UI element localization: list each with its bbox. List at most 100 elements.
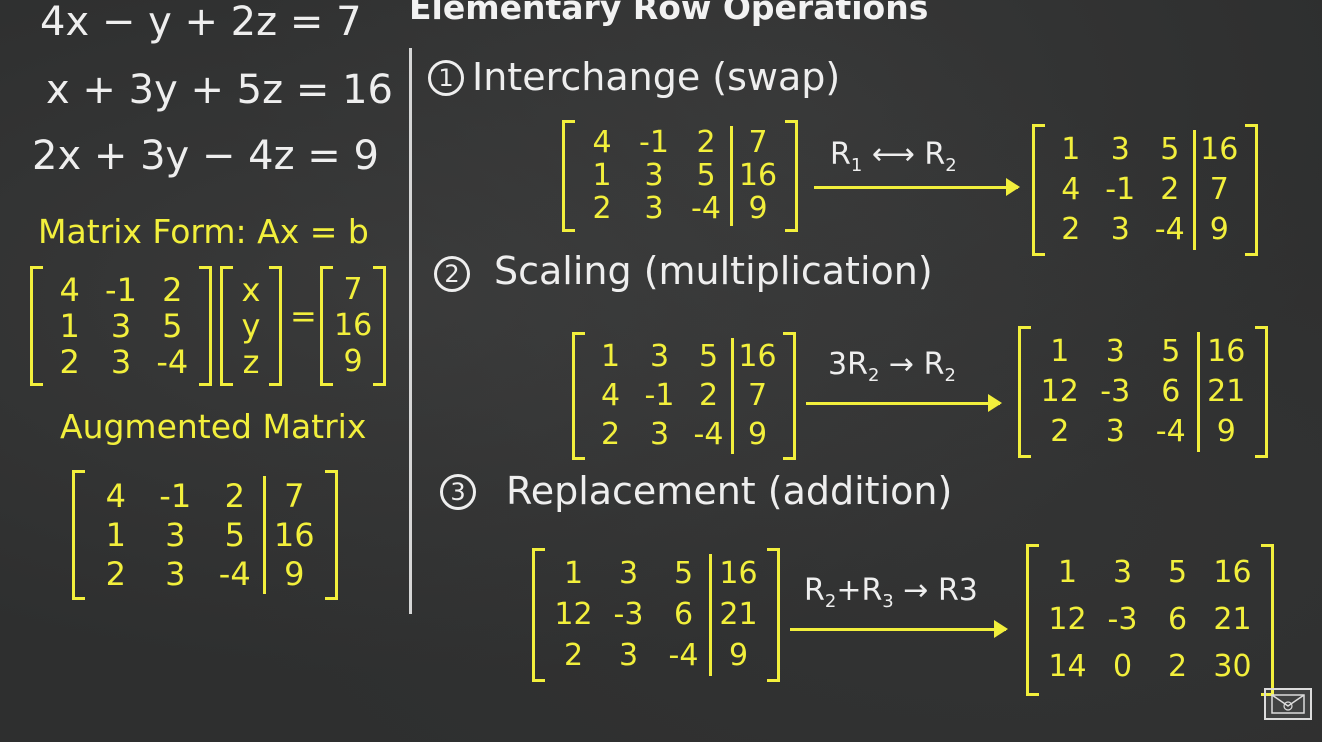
left-bracket <box>1026 544 1039 696</box>
matrix-cell: 3 <box>110 343 132 381</box>
matrix-cell: 9 <box>343 344 363 379</box>
matrix-cell: 2 <box>162 271 183 309</box>
matrix-cell: x <box>241 271 261 309</box>
op1-arrow <box>814 178 1020 196</box>
right-bracket <box>1245 124 1258 256</box>
matrix-cell: -4 <box>218 555 251 594</box>
matrix-cell: 2 <box>696 124 716 160</box>
op1-number: 1 <box>428 60 464 96</box>
matrix-cell: 9 <box>1209 212 1229 247</box>
op3-name: Replacement (addition) <box>506 469 953 513</box>
matrix-cell: 3 <box>649 339 670 375</box>
left-bracket <box>30 266 43 386</box>
matrix-cell: 3 <box>618 556 639 592</box>
operation-label-part: R <box>804 573 825 608</box>
matrix-cell: y <box>241 307 261 345</box>
left-bracket <box>532 548 545 682</box>
matrix-cell: 12 <box>1048 602 1087 637</box>
augmented-label: Augmented Matrix <box>60 407 367 446</box>
matrix-cell: 14 <box>1048 648 1087 684</box>
matrix-cell: 9 <box>728 637 749 673</box>
matrix-cell: -4 <box>668 637 699 673</box>
op3-number: 3 <box>440 474 476 510</box>
matrix-cell: 4 <box>1061 172 1081 207</box>
op1-operation-label: R1 ⟷ R2 <box>830 140 957 175</box>
matrix-cell: -1 <box>644 378 675 413</box>
matrix-cell: 3 <box>1110 212 1130 247</box>
matrix-cell: 9 <box>284 555 305 594</box>
matrix-cell: 16 <box>738 158 778 193</box>
matrix-cell: 2 <box>698 378 719 413</box>
operation-label-part: → R <box>879 347 945 382</box>
matrix-cell: 12 <box>1040 374 1079 409</box>
matrix-cell: -1 <box>105 271 137 309</box>
op2-operation-label: 3R2 → R2 <box>828 350 956 385</box>
equation-1: 4x − y + 2z = 7 <box>40 0 362 45</box>
matrix-logo-icon <box>1264 688 1312 720</box>
matrix-cell: 4 <box>105 476 126 515</box>
matrix-cell: 3 <box>618 637 639 673</box>
left-bracket <box>220 266 233 386</box>
right-bracket <box>199 266 212 386</box>
matrix-cell: -3 <box>1100 374 1131 409</box>
matrix-cell: -4 <box>156 343 189 381</box>
page-title: Elementary Row Operations <box>409 0 929 27</box>
matrix-cell: 2 <box>563 637 584 673</box>
operation-label-part: R <box>830 137 851 172</box>
left-bracket <box>1032 124 1045 256</box>
divider-line <box>409 48 412 614</box>
matrix-cell: 21 <box>1207 374 1246 409</box>
matrix-cell: 7 <box>748 124 768 160</box>
matrix-cell: 1 <box>105 516 126 554</box>
matrix-cell: -4 <box>693 416 724 452</box>
left-bracket <box>562 120 575 232</box>
matrix-cell: 3 <box>110 307 132 345</box>
matrix-cell: 3 <box>1112 555 1133 591</box>
matrix-cell: 9 <box>1216 414 1236 449</box>
matrix-cell: 1 <box>1057 555 1078 591</box>
matrix-cell: 4 <box>59 271 80 309</box>
matrix-cell: 5 <box>696 158 716 193</box>
matrix-cell: 16 <box>719 556 758 592</box>
augment-bar <box>709 554 712 676</box>
augment-bar <box>1192 130 1196 250</box>
matrix-cell: 2 <box>592 191 612 227</box>
matrix-cell: 3 <box>1105 334 1125 369</box>
matrix-cell: 1 <box>1050 334 1070 369</box>
operation-label-part: 2 <box>945 155 957 176</box>
matrix-cell: 16 <box>334 308 373 343</box>
left-bracket <box>320 266 333 386</box>
matrix-cell: 3 <box>649 416 670 452</box>
matrix-cell: 2 <box>1160 172 1180 207</box>
operation-label-part: 1 <box>850 155 863 176</box>
matrix-cell: 7 <box>343 272 363 307</box>
op3-operation-label: R2+R3 → R3 <box>804 576 978 611</box>
matrix-cell: 1 <box>1061 132 1081 167</box>
matrix-cell: -3 <box>613 597 644 632</box>
matrix-cell: 6 <box>1161 374 1181 409</box>
left-bracket <box>72 470 85 600</box>
matrix-cell: 2 <box>1050 414 1070 449</box>
operation-label-part: ⟷ R <box>862 137 946 172</box>
matrix-cell: z <box>242 343 260 381</box>
op2-arrow <box>806 394 1002 412</box>
equation-2: x + 3y + 5z = 16 <box>46 67 393 113</box>
operation-label-part: 3R <box>828 347 868 382</box>
matrix-cell: 21 <box>719 597 758 632</box>
matrix-cell: 4 <box>600 378 621 413</box>
matrix-cell: 30 <box>1213 648 1252 684</box>
matrix-cell: 5 <box>1161 334 1181 369</box>
matrix-cell: 16 <box>273 516 315 554</box>
augment-bar <box>731 338 734 454</box>
right-bracket <box>1261 544 1274 696</box>
matrix-cell: 4 <box>592 124 612 160</box>
op1-name: Interchange (swap) <box>472 55 841 99</box>
matrix-cell: -3 <box>1107 602 1138 637</box>
matrix-cell: 5 <box>1167 555 1188 591</box>
augment-bar <box>730 126 733 226</box>
matrix-cell: 3 <box>165 516 186 554</box>
